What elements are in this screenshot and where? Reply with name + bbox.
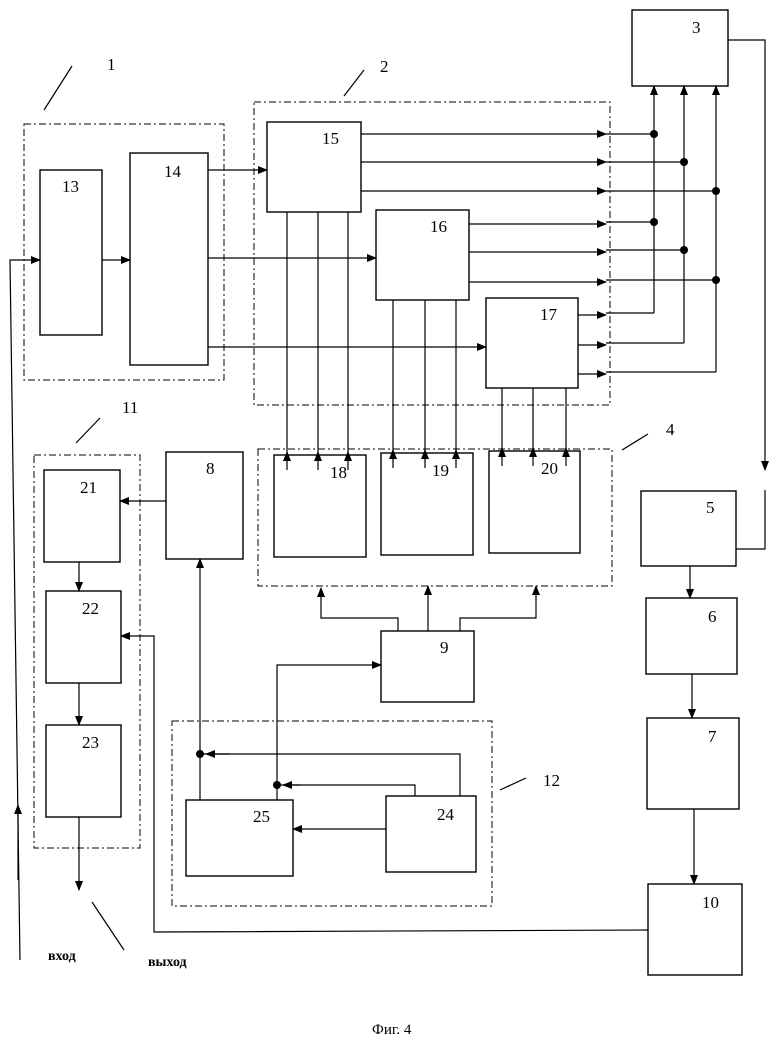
leader-2 (344, 70, 364, 96)
label-6: 6 (708, 607, 717, 626)
label-13: 13 (62, 177, 79, 196)
leader-11 (76, 418, 100, 443)
label-3: 3 (692, 18, 701, 37)
block-19 (381, 453, 473, 555)
block-6 (646, 598, 737, 674)
label-15: 15 (322, 129, 339, 148)
block-3 (632, 10, 728, 86)
block-10 (648, 884, 742, 975)
block-18 (274, 455, 366, 557)
label-18: 18 (330, 463, 347, 482)
block-17 (486, 298, 578, 388)
label-23: 23 (82, 733, 99, 752)
wire-9-20 (460, 586, 536, 631)
figure-caption: Фиг. 4 (372, 1022, 412, 1038)
block-7 (647, 718, 739, 809)
label-7: 7 (708, 727, 717, 746)
wire-24-dot-lower (277, 785, 415, 796)
wire-9-18 (321, 588, 398, 631)
junction-c2 (712, 276, 720, 284)
label-8: 8 (206, 459, 215, 478)
block-14 (130, 153, 208, 365)
block-9 (381, 631, 474, 702)
block-24 (386, 796, 476, 872)
label-16: 16 (430, 217, 447, 236)
label-20: 20 (541, 459, 558, 478)
label-5: 5 (706, 498, 715, 517)
leader-output (92, 902, 124, 950)
block-25 (186, 800, 293, 876)
label-22: 22 (82, 599, 99, 618)
block-20 (489, 451, 580, 553)
block-8 (166, 452, 243, 559)
label-25: 25 (253, 807, 270, 826)
junction-c1 (712, 187, 720, 195)
label-21: 21 (80, 478, 97, 497)
junction-lower (273, 781, 281, 789)
group-label-12: 12 (543, 771, 560, 790)
label-17: 17 (540, 305, 558, 324)
leader-12 (500, 778, 526, 790)
label-14: 14 (164, 162, 182, 181)
junction-a1 (650, 130, 658, 138)
input-label: вход (48, 949, 76, 964)
output-label: выход (148, 955, 187, 970)
block-5 (641, 491, 736, 566)
junction-b1 (680, 158, 688, 166)
block-16 (376, 210, 469, 300)
label-9: 9 (440, 638, 449, 657)
wire-5-return (736, 490, 765, 549)
label-24: 24 (437, 805, 455, 824)
group-label-1: 1 (107, 55, 116, 74)
junction-a2 (650, 218, 658, 226)
block-15 (267, 122, 361, 212)
wire-input-to-13 (10, 260, 40, 960)
wire-25-9 (277, 665, 381, 800)
junction-upper (196, 750, 204, 758)
label-10: 10 (702, 893, 719, 912)
group-label-2: 2 (380, 57, 389, 76)
label-19: 19 (432, 461, 449, 480)
group-label-11: 11 (122, 398, 138, 417)
wire-3-5 (728, 40, 765, 470)
group-label-4: 4 (666, 420, 675, 439)
wire-24-dot-upper (200, 754, 460, 796)
leader-1 (44, 66, 72, 110)
junction-b2 (680, 246, 688, 254)
leader-4 (622, 434, 648, 450)
